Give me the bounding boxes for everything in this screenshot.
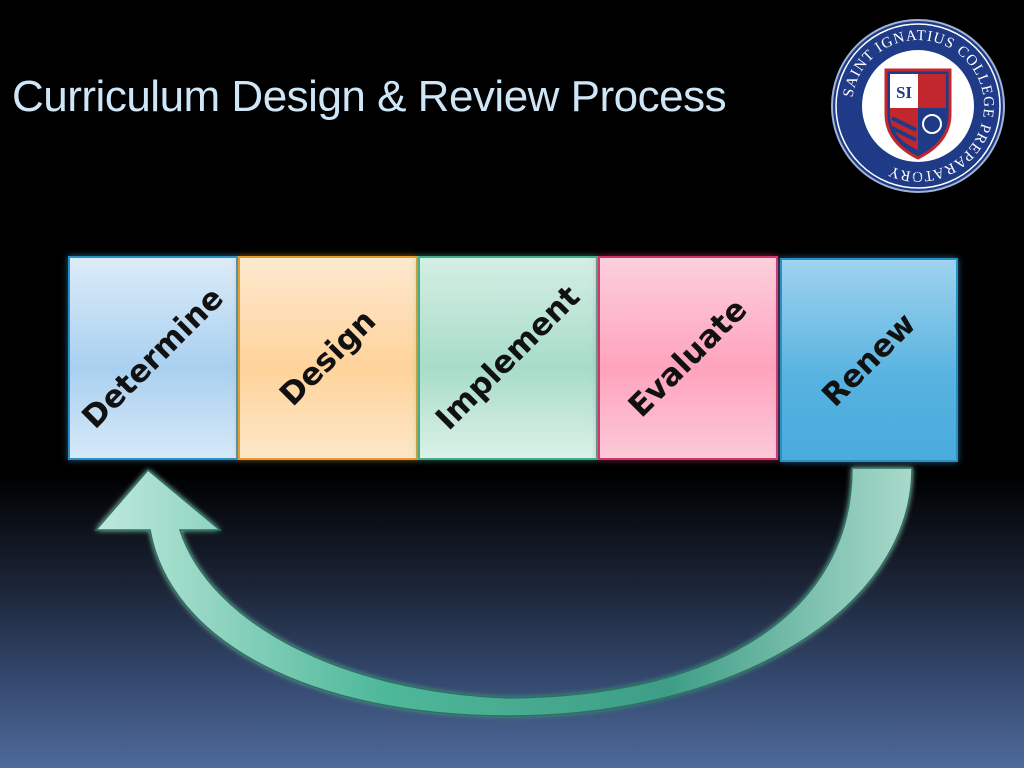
page-title: Curriculum Design & Review Process [12, 72, 727, 121]
step-design: Design [238, 256, 418, 460]
step-label: Design [272, 302, 384, 414]
step-implement: Implement [418, 256, 598, 460]
step-renew: Renew [780, 258, 958, 462]
step-label: Determine [75, 280, 231, 436]
step-label: Renew [815, 306, 923, 414]
seal-year: 1855 [911, 176, 925, 182]
seal-monogram: SI [896, 83, 912, 102]
cycle-arrow [94, 467, 913, 717]
step-determine: Determine [68, 256, 238, 460]
seal-est: EST. [912, 169, 925, 175]
step-label: Evaluate [621, 291, 755, 425]
school-seal-logo: SAINT IGNATIUS COLLEGE PREPARATORY SI ES… [831, 19, 1005, 193]
step-evaluate: Evaluate [598, 256, 778, 460]
step-label: Implement [428, 278, 588, 438]
